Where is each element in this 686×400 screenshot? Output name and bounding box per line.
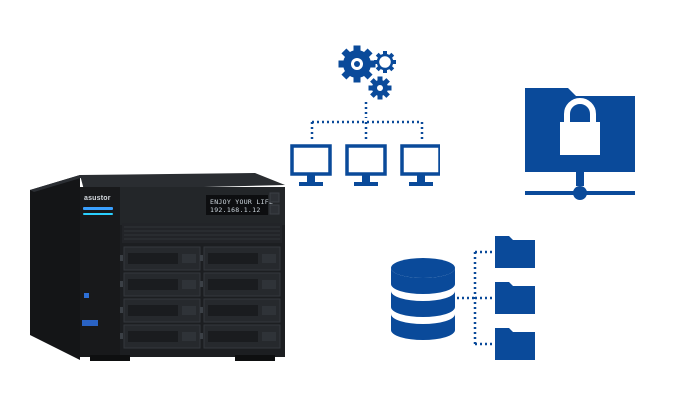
brand-logo: asustor	[84, 195, 111, 202]
database-icon	[389, 258, 457, 340]
drive-bay	[200, 246, 281, 271]
lock-body	[560, 122, 600, 155]
drive-bay	[120, 246, 201, 271]
drive-bays	[120, 246, 281, 349]
lcd-line-1: ENJOY YOUR LIFE	[210, 198, 273, 206]
drive-bay	[200, 298, 281, 323]
monitor-icon	[400, 144, 440, 186]
gears-icon	[338, 45, 396, 100]
status-led	[83, 207, 113, 210]
nas-device: ENJOY YOUR LIFE 192.168.1.12 asustor	[30, 173, 285, 361]
usb-port-icon	[82, 320, 98, 326]
drive-bay	[200, 324, 281, 349]
monitor-icon	[345, 144, 387, 186]
drive-bay	[120, 272, 201, 297]
lcd-button-up	[269, 192, 280, 203]
database-folders-icon	[389, 236, 535, 360]
folder-icon	[495, 236, 535, 268]
lcd-panel	[206, 195, 268, 215]
vent-grill	[122, 223, 282, 243]
folder-icon	[495, 282, 535, 314]
lcd-button-down	[269, 204, 280, 215]
drive-bay	[200, 272, 281, 297]
lcd-line-2: 192.168.1.12	[210, 206, 261, 214]
drive-bay	[120, 324, 201, 349]
drive-bay	[120, 298, 201, 323]
locked-shared-folder-icon	[525, 88, 635, 200]
usb-port-icon	[84, 293, 89, 298]
lock-icon	[564, 98, 596, 122]
monitor-icon	[290, 144, 332, 186]
folder-icon	[495, 328, 535, 360]
status-led	[83, 213, 113, 215]
network-computers-icon	[290, 102, 440, 186]
